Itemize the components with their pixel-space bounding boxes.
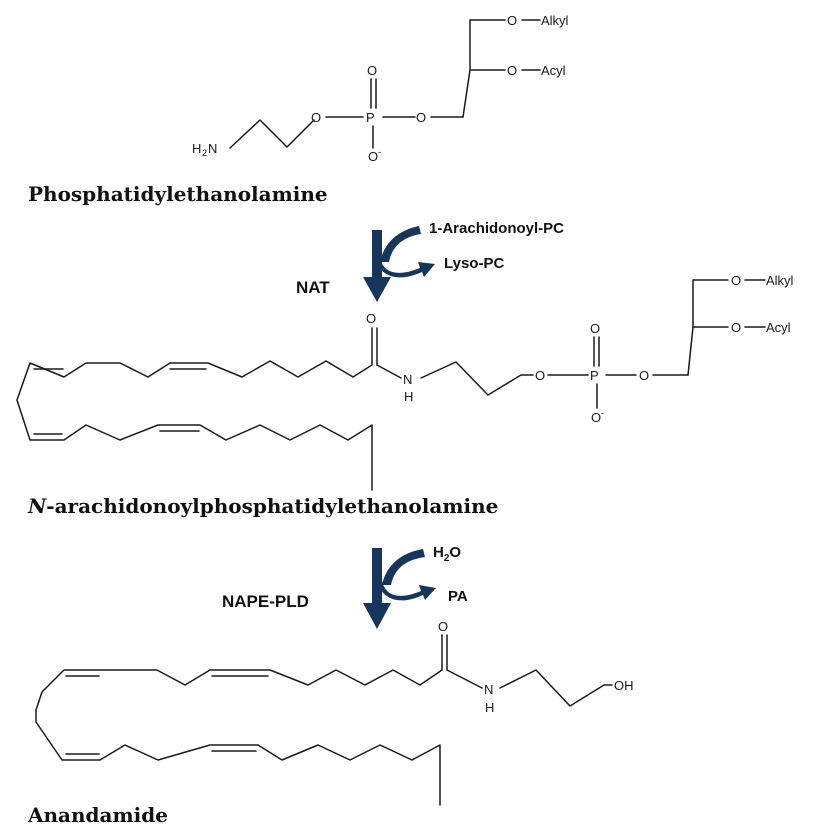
pe-o-left: O [311, 110, 321, 125]
pe-compound-name: Phosphatidylethanolamine [28, 182, 328, 206]
pe-phosphorus: P [366, 110, 375, 125]
nape-minus-charge: - [601, 408, 604, 418]
nape-name-rest: -arachidonoylphosphatidylethanolamine [46, 494, 498, 518]
curved-input-arrow-2 [382, 549, 425, 585]
down-arrow [363, 230, 391, 302]
nape-o-carbonyl: O [366, 311, 376, 326]
pe-o-acyl: O [507, 63, 517, 78]
enzyme-nape-pld-label: NAPE-PLD [222, 592, 309, 611]
nape-structure: O N H O P O O O - O Alkyl O Acyl [16, 273, 794, 491]
aea-amide-h: H [485, 700, 494, 715]
nape-c-n-bond [376, 364, 402, 379]
nape-phosphorus: P [590, 368, 599, 383]
nape-o-top: O [590, 321, 600, 336]
nape-o-left: O [535, 368, 545, 383]
pe-acyl-label: Acyl [541, 63, 566, 78]
pe-minus-charge: - [378, 147, 381, 157]
enzyme-nat-label: NAT [296, 278, 330, 297]
pe-h2n-sub: 2 [202, 148, 207, 158]
pld-input-o: O [449, 544, 461, 561]
nape-ethanolamine-chain [420, 361, 534, 396]
anandamide-compound-name: Anandamide [27, 803, 168, 827]
nape-o-right: O [639, 368, 649, 383]
nat-input-label: 1-Arachidonoyl-PC [429, 220, 564, 237]
ethanolamine-chain [229, 119, 315, 149]
phosphatidylethanolamine-structure: O Alkyl O Acyl O P O O O - H 2 N [192, 13, 569, 164]
pld-output-label: PA [448, 588, 468, 605]
nape-alkyl-label: Alkyl [766, 273, 794, 288]
curved-input-arrow [380, 226, 421, 262]
pld-input-h: H [433, 544, 444, 561]
anandamide-structure: O N H OH [35, 619, 634, 806]
nape-glycerol-backbone [687, 279, 729, 376]
glycerol-backbone-bond [462, 19, 471, 118]
reaction-arrow-nape-pld [363, 548, 436, 629]
down-arrow-2 [363, 548, 391, 629]
pe-o-alkyl: O [507, 13, 517, 28]
reaction-arrow-nat [363, 226, 435, 302]
aea-arachidonoyl-chain [35, 669, 443, 806]
pe-h2n-n: N [208, 141, 217, 156]
nape-o-bottom: O [591, 410, 601, 425]
nat-output-label: Lyso-PC [444, 255, 504, 272]
aea-o-carbonyl: O [438, 619, 448, 634]
nape-amide-h: H [404, 389, 413, 404]
aea-nitrogen: N [484, 682, 493, 697]
curved-output-arrow-2 [378, 581, 436, 601]
nape-acyl-label: Acyl [766, 320, 791, 335]
nape-arachidonoyl-chain [16, 360, 373, 491]
aea-hydroxyl: OH [614, 678, 634, 693]
nape-carbonyl-bond-a [352, 327, 373, 378]
nape-o-alkyl: O [731, 273, 741, 288]
nape-compound-name: N-arachidonoylphosphatidylethanolamine [27, 494, 498, 518]
pld-input-label: H2O [433, 544, 461, 564]
nape-o-acyl: O [731, 320, 741, 335]
nape-nitrogen: N [403, 372, 412, 387]
curved-output-arrow [376, 258, 435, 278]
aea-c-n-bond [446, 669, 483, 689]
pld-input-subscript: 2 [444, 553, 450, 564]
pe-o-right: O [416, 110, 426, 125]
pe-o-bottom: O [368, 149, 378, 164]
pe-alkyl-label: Alkyl [541, 13, 569, 28]
pe-h2n-h: H [192, 141, 201, 156]
pe-o-top: O [367, 63, 377, 78]
aea-ethanolamine-chain [499, 669, 613, 707]
nape-name-prefix: N [27, 494, 47, 518]
